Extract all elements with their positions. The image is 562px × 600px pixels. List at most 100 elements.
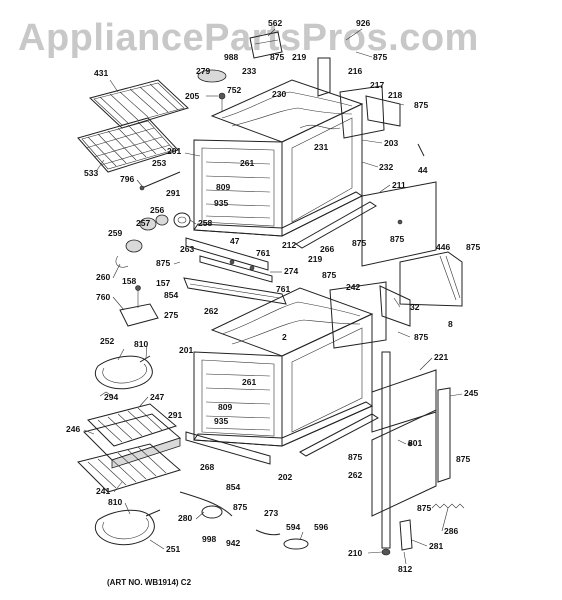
callout-294: 294 xyxy=(104,392,118,402)
callout-212: 212 xyxy=(282,240,296,250)
callout-926: 926 xyxy=(356,18,370,28)
upper-oven-cavity xyxy=(193,57,401,237)
bake-element-251 xyxy=(94,509,161,546)
callout-253: 253 xyxy=(152,158,166,168)
strip-lower xyxy=(299,413,379,457)
callout-261: 261 xyxy=(240,158,254,168)
callout-801: 801 xyxy=(408,438,422,448)
callout-221: 221 xyxy=(434,352,448,362)
wire-273-594 xyxy=(255,529,309,550)
panel-245 xyxy=(437,387,451,483)
callout-875: 875 xyxy=(456,454,470,464)
watermark: AppliancePartsPros.com xyxy=(18,17,479,59)
callout-256: 256 xyxy=(150,205,164,215)
callout-752: 752 xyxy=(227,85,241,95)
callout-247: 247 xyxy=(150,392,164,402)
callout-809: 809 xyxy=(216,182,230,192)
art-number: (ART NO. WB1914) C2 xyxy=(107,578,192,587)
panel-446 xyxy=(399,251,463,307)
callout-210: 210 xyxy=(348,548,362,558)
callout-291: 291 xyxy=(168,410,182,420)
callout-281: 281 xyxy=(429,541,443,551)
callout-216: 216 xyxy=(348,66,362,76)
callout-998: 998 xyxy=(202,534,216,544)
callout-201: 201 xyxy=(167,146,181,156)
callout-205: 205 xyxy=(185,91,199,101)
callout-875: 875 xyxy=(390,234,404,244)
knob-assembly-256-258 xyxy=(115,212,191,268)
broil-rack-533 xyxy=(77,117,179,173)
broiler-pan-247 xyxy=(87,403,178,447)
rail-268 xyxy=(185,431,271,465)
callout-875: 875 xyxy=(414,100,428,110)
callout-44: 44 xyxy=(418,165,428,175)
panel-262-lower xyxy=(371,409,437,517)
broiler-pan-246 xyxy=(83,413,182,469)
callout-761: 761 xyxy=(256,248,270,258)
oven-rack-431 xyxy=(88,79,189,129)
callout-875: 875 xyxy=(352,238,366,248)
callout-231: 231 xyxy=(314,142,328,152)
callout-810: 810 xyxy=(134,339,148,349)
insulation-231 xyxy=(299,124,341,130)
callout-596: 596 xyxy=(314,522,328,532)
callout-942: 942 xyxy=(226,538,240,548)
callout-2: 2 xyxy=(282,332,287,342)
callout-431: 431 xyxy=(94,68,108,78)
callout-810: 810 xyxy=(108,497,122,507)
strip-266 xyxy=(295,201,377,249)
callout-286: 286 xyxy=(444,526,458,536)
callout-274: 274 xyxy=(284,266,298,276)
vent-bracket-562 xyxy=(249,31,283,59)
callout-291: 291 xyxy=(166,188,180,198)
callout-594: 594 xyxy=(286,522,300,532)
callout-533: 533 xyxy=(84,168,98,178)
callout-875: 875 xyxy=(348,452,362,462)
callout-259: 259 xyxy=(108,228,122,238)
clip-294 xyxy=(99,391,113,397)
cap-279 xyxy=(197,69,227,83)
callout-8: 8 xyxy=(448,319,453,329)
screw-44 xyxy=(417,143,425,157)
callout-211: 211 xyxy=(392,180,406,190)
rack-241 xyxy=(77,443,182,493)
callout-260: 260 xyxy=(96,272,110,282)
callout-241: 241 xyxy=(96,486,110,496)
callout-875: 875 xyxy=(414,332,428,342)
vertical-rail-210 xyxy=(381,351,391,556)
callout-809: 809 xyxy=(218,402,232,412)
callout-875: 875 xyxy=(233,502,247,512)
callout-257: 257 xyxy=(136,218,150,228)
callout-258: 258 xyxy=(198,218,212,228)
lower-oven-cavity xyxy=(193,281,411,447)
callout-233: 233 xyxy=(242,66,256,76)
bracket-275-760 xyxy=(119,285,159,327)
callout-761: 761 xyxy=(276,284,290,294)
callout-219: 219 xyxy=(308,254,322,264)
hinge-281 xyxy=(399,519,413,551)
callout-230: 230 xyxy=(272,89,286,99)
callout-875: 875 xyxy=(270,52,284,62)
callout-203: 203 xyxy=(384,138,398,148)
callout-562: 562 xyxy=(268,18,282,28)
spring-286 xyxy=(431,503,465,509)
callout-988: 988 xyxy=(224,52,238,62)
callout-266: 266 xyxy=(320,244,334,254)
callout-labels: 562 926 988 875 219 875 431 279 233 216 … xyxy=(66,18,480,574)
callout-273: 273 xyxy=(264,508,278,518)
callout-218: 218 xyxy=(388,90,402,100)
callout-854: 854 xyxy=(164,290,178,300)
callout-157: 157 xyxy=(156,278,170,288)
callout-262: 262 xyxy=(348,470,362,480)
callout-875: 875 xyxy=(417,503,431,513)
leader-lines xyxy=(83,28,463,565)
callout-202: 202 xyxy=(278,472,292,482)
callout-935: 935 xyxy=(214,416,228,426)
panel-211 xyxy=(361,181,437,267)
rail-263-47 xyxy=(185,237,273,283)
callout-219: 219 xyxy=(292,52,306,62)
callout-242: 242 xyxy=(346,282,360,292)
callout-279: 279 xyxy=(196,66,210,76)
callout-280: 280 xyxy=(178,513,192,523)
